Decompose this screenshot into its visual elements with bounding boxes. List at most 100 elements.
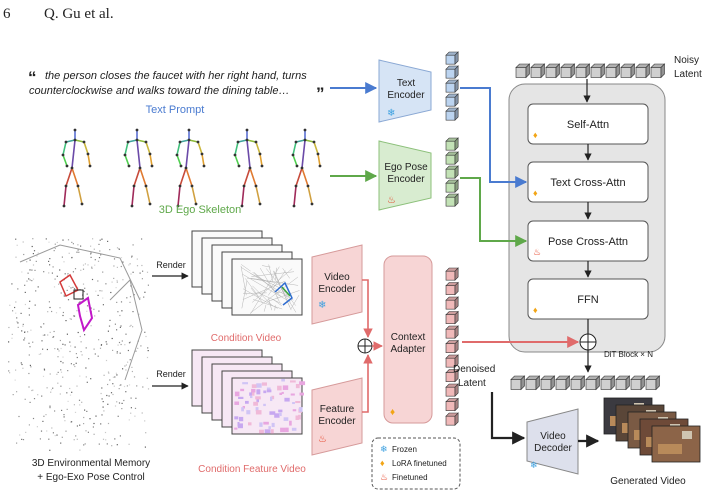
point-cloud-dot (32, 253, 34, 255)
pose-encoder-label-2: Encoder (387, 174, 425, 185)
frame-texture (263, 421, 269, 425)
point-cloud-dot (120, 325, 122, 327)
point-cloud-dot (146, 377, 148, 379)
point-cloud-dot (98, 310, 100, 312)
point-cloud-dot (114, 405, 117, 407)
context-token-column (445, 267, 459, 426)
point-cloud-dot (81, 401, 83, 403)
point-cloud-dot (109, 249, 111, 251)
point-cloud-dot (52, 432, 54, 434)
point-cloud-dot (73, 439, 75, 441)
point-cloud-dot (93, 348, 95, 350)
video-encoder-label-1: Video (324, 272, 350, 283)
point-cloud-dot (54, 247, 56, 250)
point-cloud-dot (22, 325, 24, 327)
frame-texture (257, 292, 282, 304)
token-cube (445, 179, 459, 193)
token-cube (445, 339, 459, 354)
frame-texture (255, 407, 259, 412)
frame-texture (269, 411, 276, 415)
point-cloud-dot (22, 439, 25, 441)
point-cloud-dot (29, 346, 31, 348)
text-encoder-label-2: Encoder (387, 90, 425, 101)
point-cloud-dot (139, 272, 141, 274)
point-cloud-dot (22, 241, 24, 243)
token-cube (445, 79, 459, 93)
point-cloud-dot (71, 256, 73, 259)
point-cloud-dot (116, 352, 118, 354)
point-cloud-dot (32, 341, 34, 343)
point-cloud-dot (15, 369, 17, 371)
decoder-label-1: Video (540, 431, 566, 442)
frame-texture (250, 266, 280, 315)
point-cloud-dot (90, 378, 92, 380)
point-cloud-dot (73, 364, 75, 366)
point-cloud-dot (23, 253, 25, 256)
token-cube (645, 375, 661, 391)
point-cloud-dot (57, 348, 59, 350)
frame-texture (266, 389, 272, 393)
skeleton-figure (175, 128, 206, 208)
token-cube (445, 397, 459, 412)
point-cloud-dot (137, 347, 139, 349)
frame-texture (255, 410, 262, 415)
token-cube (590, 63, 606, 79)
point-cloud-dot (76, 425, 78, 427)
point-cloud-dot (91, 278, 94, 281)
point-cloud-dot (90, 256, 92, 258)
point-cloud-dot (28, 372, 30, 375)
point-cloud-dot (74, 346, 76, 348)
point-cloud-dot (28, 354, 30, 356)
point-cloud-dot (121, 402, 123, 404)
point-cloud-dot (125, 391, 127, 393)
point-cloud-dot (116, 374, 118, 376)
frame-texture (242, 382, 249, 385)
point-cloud-dot (76, 286, 79, 288)
feature-encoder-label-1: Feature (320, 404, 355, 415)
frame-texture (242, 280, 286, 300)
point-cloud-dot (20, 362, 22, 364)
point-cloud-dot (99, 347, 102, 349)
point-cloud-dot (31, 280, 33, 282)
point-cloud-dot (129, 341, 131, 343)
point-cloud-dot (86, 305, 89, 307)
token-cube (650, 63, 666, 79)
frame-texture (270, 396, 273, 402)
point-cloud-dot (82, 268, 85, 270)
point-cloud-dot (135, 397, 137, 399)
point-cloud-dot (106, 394, 108, 397)
point-cloud-dot (35, 290, 37, 292)
point-cloud-edge (109, 279, 143, 381)
point-cloud-dot (107, 371, 110, 373)
frame-texture (240, 265, 247, 296)
point-cloud-dot (63, 261, 65, 263)
point-cloud-dot (16, 321, 18, 323)
point-cloud-dot (146, 271, 149, 273)
point-cloud-dot (121, 340, 123, 342)
point-cloud-dot (99, 290, 101, 292)
point-cloud-dot (21, 438, 23, 440)
denoised-latent-tokens (510, 375, 661, 391)
point-cloud-dot (37, 286, 39, 288)
frame-texture (285, 427, 289, 433)
generated-video-caption: Generated Video (610, 476, 686, 487)
point-cloud-dot (116, 374, 118, 376)
point-cloud-dot (45, 238, 47, 240)
token-cube (525, 375, 541, 391)
point-cloud-dot (32, 389, 34, 391)
point-cloud-dot (114, 376, 116, 378)
point-cloud-dot (113, 265, 115, 267)
point-cloud-dot (98, 257, 101, 259)
generated-video-frames (603, 397, 701, 463)
point-cloud-dot (71, 391, 73, 393)
frame-texture (295, 415, 299, 421)
frame-texture (251, 271, 295, 277)
point-cloud-dot (51, 427, 53, 429)
point-cloud-dot (102, 297, 104, 299)
point-cloud-dot (124, 344, 126, 346)
ffn-label: FFN (577, 294, 598, 306)
point-cloud-dot (107, 403, 109, 405)
point-cloud-dot (74, 268, 77, 270)
frame-texture (250, 276, 299, 314)
point-cloud-dot (127, 361, 129, 363)
